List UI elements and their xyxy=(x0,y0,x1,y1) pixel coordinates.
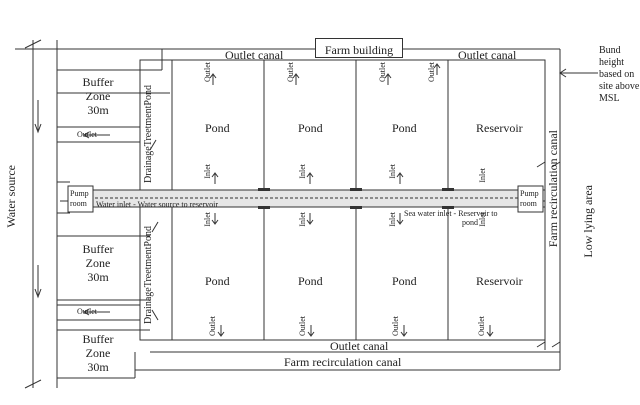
flow-arrow-down-2 xyxy=(34,265,42,299)
water-source-label: Water source xyxy=(4,165,18,228)
outlet-arrow-left xyxy=(83,131,110,139)
valve-marker xyxy=(350,188,362,191)
flow-arrow-down-1 xyxy=(34,100,42,134)
pond-outlet-label: Outlet xyxy=(208,316,217,336)
low-lying-area-label: Low lying area xyxy=(581,185,595,258)
canal-break-mark xyxy=(536,341,561,348)
pond-bot-1-label: Pond xyxy=(205,274,230,288)
water-inlet-caption: Water inlet - Water source to reservoir xyxy=(96,200,219,209)
reservoir-top-label: Reservoir xyxy=(476,121,523,135)
inlet-arrow xyxy=(306,213,314,225)
drainage-pond-label-bottom: DrainageTreetmentPond xyxy=(143,226,154,324)
sea-water-inlet-caption: Sea water inlet - Reservoir to xyxy=(404,209,498,218)
pump-room-right-box xyxy=(517,185,544,213)
pond-outlet-label: Outlet xyxy=(378,62,387,82)
outlet-canal-label-bottom: Outlet canal xyxy=(330,339,389,353)
pond-outlet-label: Outlet xyxy=(477,316,486,336)
drainage-flow-arrow xyxy=(149,139,157,151)
buffer-outlet-label-bottom: Outlet xyxy=(77,307,97,316)
pond-outlet-label: Outlet xyxy=(203,62,212,82)
valve-marker xyxy=(442,188,454,191)
valve-marker xyxy=(442,206,454,209)
farm-building-label: Farm building xyxy=(324,43,394,57)
pump-room-left-box xyxy=(67,185,94,213)
outlet-arrow-left xyxy=(83,308,110,316)
canal-break-mark xyxy=(536,161,561,168)
valve-marker xyxy=(258,188,270,191)
bund-arrow-head xyxy=(559,68,567,78)
inlet-arrow xyxy=(396,172,404,184)
valve-marker xyxy=(350,206,362,209)
sea-water-inlet-caption-2: pond xyxy=(462,218,478,227)
outlet-arrow xyxy=(400,325,408,337)
pond-inlet-label: Inlet xyxy=(388,212,397,227)
pond-inlet-label: Inlet xyxy=(203,212,212,227)
outlet-canal-label-top-left: Outlet canal xyxy=(225,48,284,62)
break-mark-bottom xyxy=(24,379,42,389)
reservoir-bot-label: Reservoir xyxy=(476,274,523,288)
pond-inlet-label: Inlet xyxy=(203,164,212,179)
drainage-pond-label-top: DrainageTreetmentPond xyxy=(143,85,154,183)
drainage-flow-arrow xyxy=(151,309,159,321)
farm-recirculation-canal-right-label: Farm recirculation canal xyxy=(546,130,560,248)
outlet-arrow xyxy=(384,73,392,85)
outlet-arrow xyxy=(307,325,315,337)
outlet-arrow xyxy=(486,325,494,337)
outlet-canal-label-top-right: Outlet canal xyxy=(458,48,517,62)
drainage-flow-arrow xyxy=(151,221,159,233)
inlet-arrow xyxy=(396,213,404,225)
pond-inlet-label: Inlet xyxy=(298,212,307,227)
pond-inlet-label: Inlet xyxy=(478,168,487,183)
inlet-arrow xyxy=(306,172,314,184)
outlet-arrow xyxy=(217,325,225,337)
bund-height-label: Bund height based on site above MSL xyxy=(599,45,640,104)
outlet-arrow xyxy=(292,73,300,85)
pond-top-1-label: Pond xyxy=(205,121,230,135)
pond-top-3-label: Pond xyxy=(392,121,417,135)
pond-outlet-label: Outlet xyxy=(391,316,400,336)
buffer-outlet-label-top: Outlet xyxy=(77,130,97,139)
inlet-arrow xyxy=(211,172,219,184)
pond-top-2-label: Pond xyxy=(298,121,323,135)
farm-building: Farm building xyxy=(315,38,403,58)
pond-outlet-label: Outlet xyxy=(286,62,295,82)
pond-inlet-label: Inlet xyxy=(298,164,307,179)
farm-recirculation-canal-bottom-label: Farm recirculation canal xyxy=(284,355,402,369)
inlet-arrow xyxy=(211,213,219,225)
pond-outlet-label: Outlet xyxy=(298,316,307,336)
pond-outlet-label: Outlet xyxy=(427,62,436,82)
pond-bot-2-label: Pond xyxy=(298,274,323,288)
outlet-arrow xyxy=(433,63,441,75)
break-mark-top xyxy=(24,39,42,49)
valve-marker xyxy=(258,206,270,209)
outlet-arrow xyxy=(209,73,217,85)
pond-inlet-label: Inlet xyxy=(388,164,397,179)
pond-bot-3-label: Pond xyxy=(392,274,417,288)
